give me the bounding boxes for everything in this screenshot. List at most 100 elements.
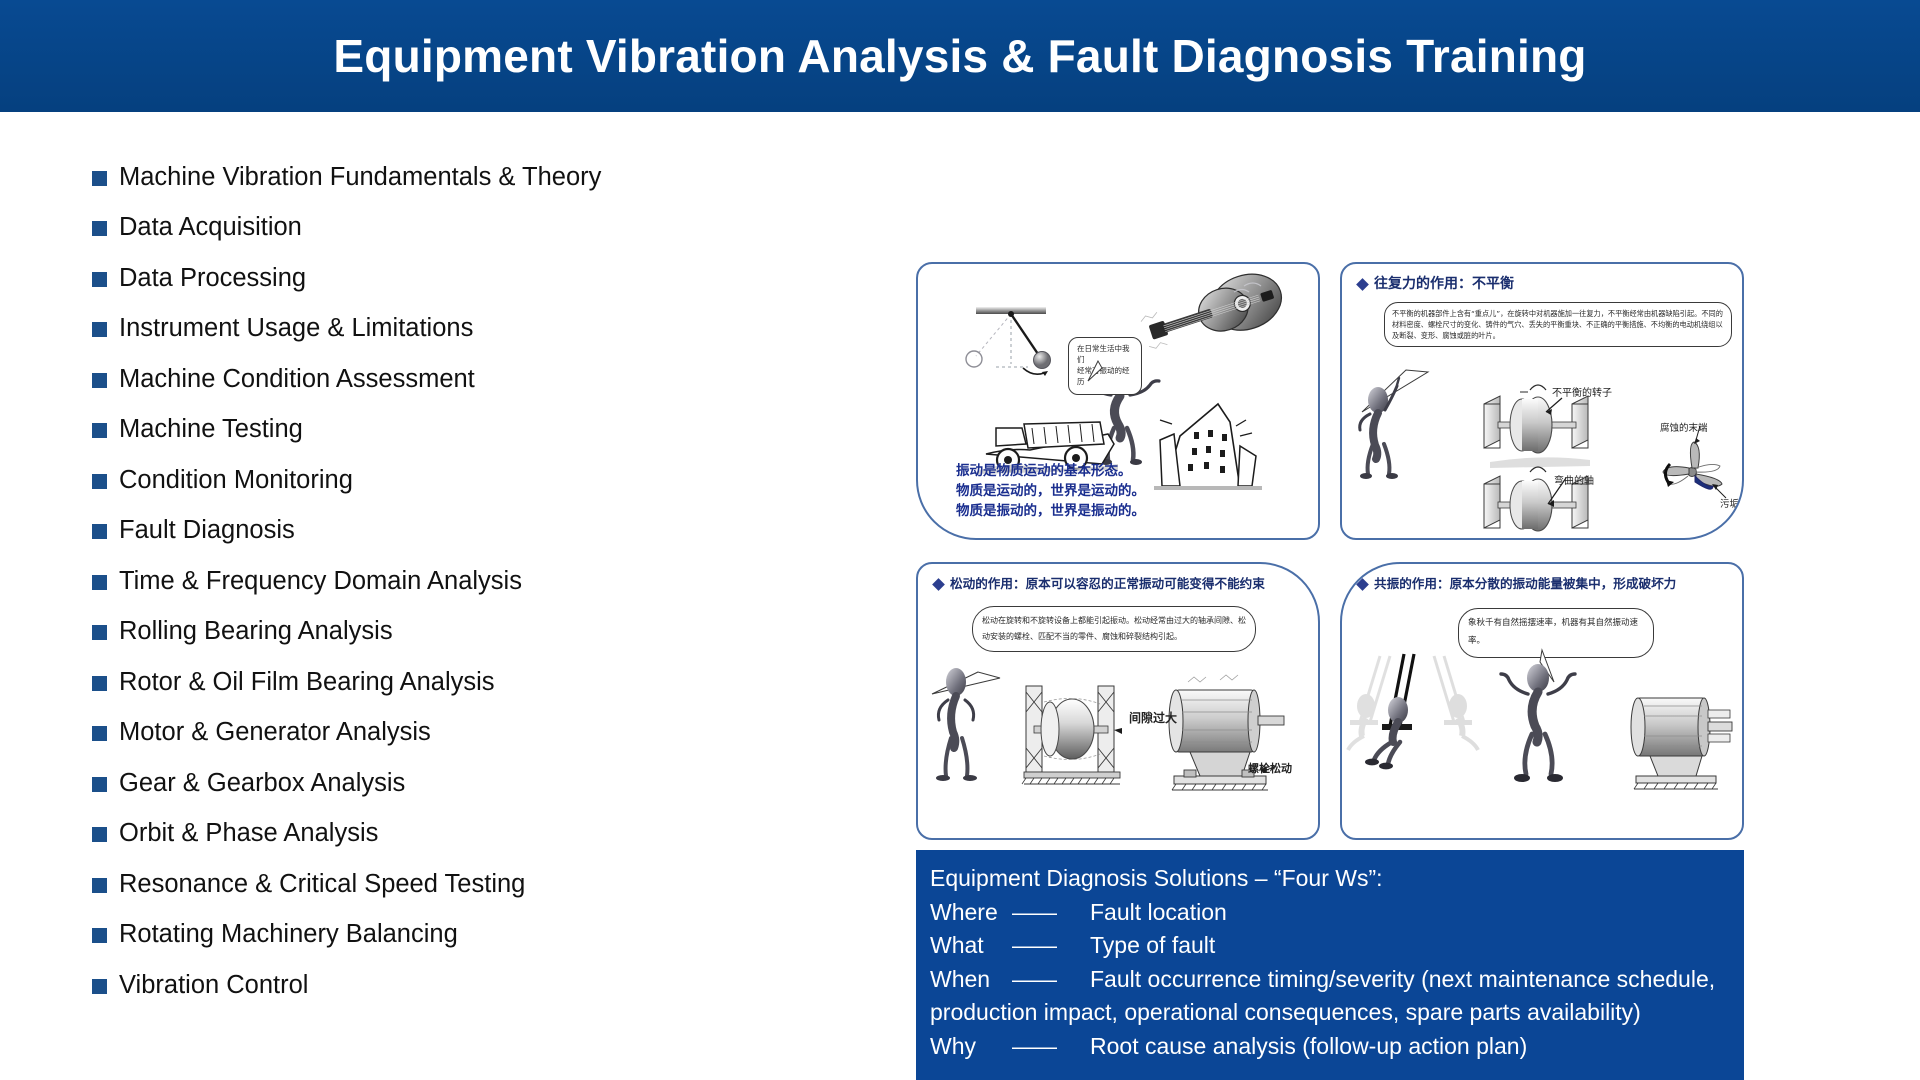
list-item-label: Condition Monitoring [119,465,353,494]
list-item-label: Motor & Generator Analysis [119,718,431,746]
bullet-square-icon [92,372,107,388]
list-item-label: Machine Condition Assessment [119,364,475,393]
diagnosis-term: What [930,932,984,958]
title-banner: Equipment Vibration Analysis & Fault Dia… [0,0,1920,112]
bullet-square-icon [92,776,107,792]
diagnosis-row-what: What —— Type of fault [930,929,1730,963]
bullet-square-icon [92,221,107,237]
illustration-group: 在日常生活中我们 经常有振动的经历 振动是物质运动的基本形态。 物质是运动的，世… [916,262,1744,840]
panel-caption-line-2: 物质是运动的，世界是运动的。 [956,483,1145,499]
diagnosis-desc: Type of fault [1090,932,1216,958]
list-item-label: Orbit & Phase Analysis [119,819,379,847]
bullet-square-icon [92,675,107,691]
panel-caption-line-3: 物质是振动的，世界是振动的。 [956,503,1145,519]
diagnosis-term: Where [930,898,998,925]
panel-label-clearance: 间隙过大 [1129,711,1178,725]
diagnosis-desc: Root cause analysis (follow-up action pl… [1090,1032,1528,1059]
bullet-square-icon [92,271,107,287]
diagnosis-dash: —— [1012,898,1057,925]
diagnosis-solutions-box: Equipment Diagnosis Solutions – “Four Ws… [916,850,1744,1080]
list-item[interactable]: Gear & Gearbox Analysis [92,758,812,809]
list-item[interactable]: Rolling Bearing Analysis [92,607,812,658]
list-item-label: Machine Vibration Fundamentals & Theory [119,162,602,191]
list-item[interactable]: Rotor & Oil Film Bearing Analysis [92,657,812,708]
list-item[interactable]: Rotating Machinery Balancing [92,910,812,961]
list-item-label: Data Acquisition [119,213,302,241]
speech-bubble-imbalance: 不平衡的机器部件上含有“重点儿”，在旋转中对机器施加一往复力，不平衡经常由机器缺… [1384,302,1732,348]
bullet-square-icon [92,877,107,893]
panel-heading-imbalance: 往复力的作用：不平衡 [1356,276,1734,294]
diagnosis-row-when: When ——Fault occurrence timing/severity (… [930,963,1730,1030]
bullet-square-icon [92,473,107,489]
list-item-label: Vibration Control [119,970,309,999]
panel-label-bent-shaft: 弯曲的轴 [1554,476,1594,487]
diagnosis-term: Why [930,1032,976,1059]
list-item[interactable]: Vibration Control [92,960,812,1011]
looseness-artwork [931,668,1285,791]
speech-bubble-looseness: 松动在旋转和不旋转设备上都能引起振动。松动经常由过大的轴承间隙、松动安装的螺栓、… [972,606,1256,652]
list-item[interactable]: Condition Monitoring [92,455,812,506]
list-item-label: Machine Testing [119,415,303,443]
bullet-square-icon [92,423,107,439]
list-item[interactable]: Machine Testing [92,405,812,456]
panel-caption-line-1: 振动是物质运动的基本形态。 [956,463,1132,479]
list-item[interactable]: Resonance & Critical Speed Testing [92,859,812,910]
panel-imbalance: 往复力的作用：不平衡 不平衡的机器部件上含有“重点儿”，在旋转中对机器施加一往复… [1340,262,1744,540]
speech-bubble-tail [1087,359,1103,382]
panel-heading-resonance: 共振的作用：原本分散的振动能量被集中，形成破坏力 [1356,576,1734,592]
panel-label-corroded-end: 腐蚀的末端 [1660,423,1708,434]
speech-bubble-text: 在日常生活中我们 经常有振动的经历 [1077,344,1130,386]
panel-label-loose-bolt: 螺栓松动 [1248,762,1292,775]
speech-bubble-text: 松动在旋转和不旋转设备上都能引起振动。松动经常由过大的轴承间隙、松动安装的螺栓、… [982,616,1246,641]
list-item[interactable]: Orbit & Phase Analysis [92,809,812,860]
diagnosis-desc: Fault location [1090,898,1227,925]
page-title: Equipment Vibration Analysis & Fault Dia… [333,29,1587,82]
speech-bubble-basics: 在日常生活中我们 经常有振动的经历 [1068,337,1142,395]
list-item-label: Rolling Bearing Analysis [119,617,393,645]
diagnosis-desc: Fault occurrence timing/severity (next m… [930,965,1716,1026]
panel-resonance: 共振的作用：原本分散的振动能量被集中，形成破坏力 象秋千有自然摇摆速率，机器有其… [1340,562,1744,840]
panel-label-dirt: 污垢 [1720,499,1740,510]
list-item[interactable]: Data Processing [92,253,812,304]
bullet-square-icon [92,978,107,994]
diagnosis-box-title: Equipment Diagnosis Solutions – “Four Ws… [930,865,1383,891]
list-item[interactable]: Fault Diagnosis [92,506,812,557]
list-item-label: Time & Frequency Domain Analysis [119,566,522,595]
list-item[interactable]: Machine Vibration Fundamentals & Theory [92,152,812,203]
speech-bubble-resonance: 象秋千有自然摇摆速率，机器有其自然振动速率。 [1458,608,1654,658]
bullet-square-icon [92,322,107,338]
list-item-label: Rotating Machinery Balancing [119,920,458,948]
bullet-square-icon [92,574,107,590]
list-item[interactable]: Time & Frequency Domain Analysis [92,556,812,607]
diagnosis-dash: —— [1012,965,1057,992]
panel-looseness: 松动的作用：原本可以容忍的正常振动可能变得不能约束 松动在旋转和不旋转设备上都能… [916,562,1320,840]
bullet-square-icon [92,625,107,641]
list-item[interactable]: Data Acquisition [92,203,812,254]
panel-heading-text: 往复力的作用：不平衡 [1374,276,1514,292]
list-item[interactable]: Motor & Generator Analysis [92,708,812,759]
diagnosis-row-why: Why —— Root cause analysis (follow-up acti… [930,1030,1730,1064]
resonance-artwork [1346,648,1733,790]
bullet-square-icon [92,170,107,186]
bullet-square-icon [92,524,107,540]
panel-label-unbalanced-rotor: 不平衡的转子 [1552,388,1612,399]
list-item[interactable]: Machine Condition Assessment [92,354,812,405]
list-item-label: Resonance & Critical Speed Testing [119,869,526,898]
bullet-square-icon [92,928,107,944]
list-item-label: Instrument Usage & Limitations [119,314,474,342]
list-item-label: Data Processing [119,263,307,292]
list-item[interactable]: Instrument Usage & Limitations [92,304,812,355]
list-item-label: Fault Diagnosis [119,516,295,544]
bullet-square-icon [92,827,107,843]
imbalance-artwork [1358,369,1727,532]
diagnosis-row-where: Where —— Fault location [930,896,1730,930]
diagnosis-term: When [930,965,991,992]
panel-heading-text: 共振的作用：原本分散的振动能量被集中，形成破坏力 [1374,576,1677,591]
diagnosis-dash: —— [1012,1032,1057,1059]
diagnosis-dash: —— [1012,932,1057,958]
vibration-basics-artwork [965,273,1282,490]
speech-bubble-text: 象秋千有自然摇摆速率，机器有其自然振动速率。 [1468,618,1639,646]
panel-heading-looseness: 松动的作用：原本可以容忍的正常振动可能变得不能约束 [932,576,1310,592]
list-item-label: Rotor & Oil Film Bearing Analysis [119,667,495,696]
bullet-square-icon [92,726,107,742]
